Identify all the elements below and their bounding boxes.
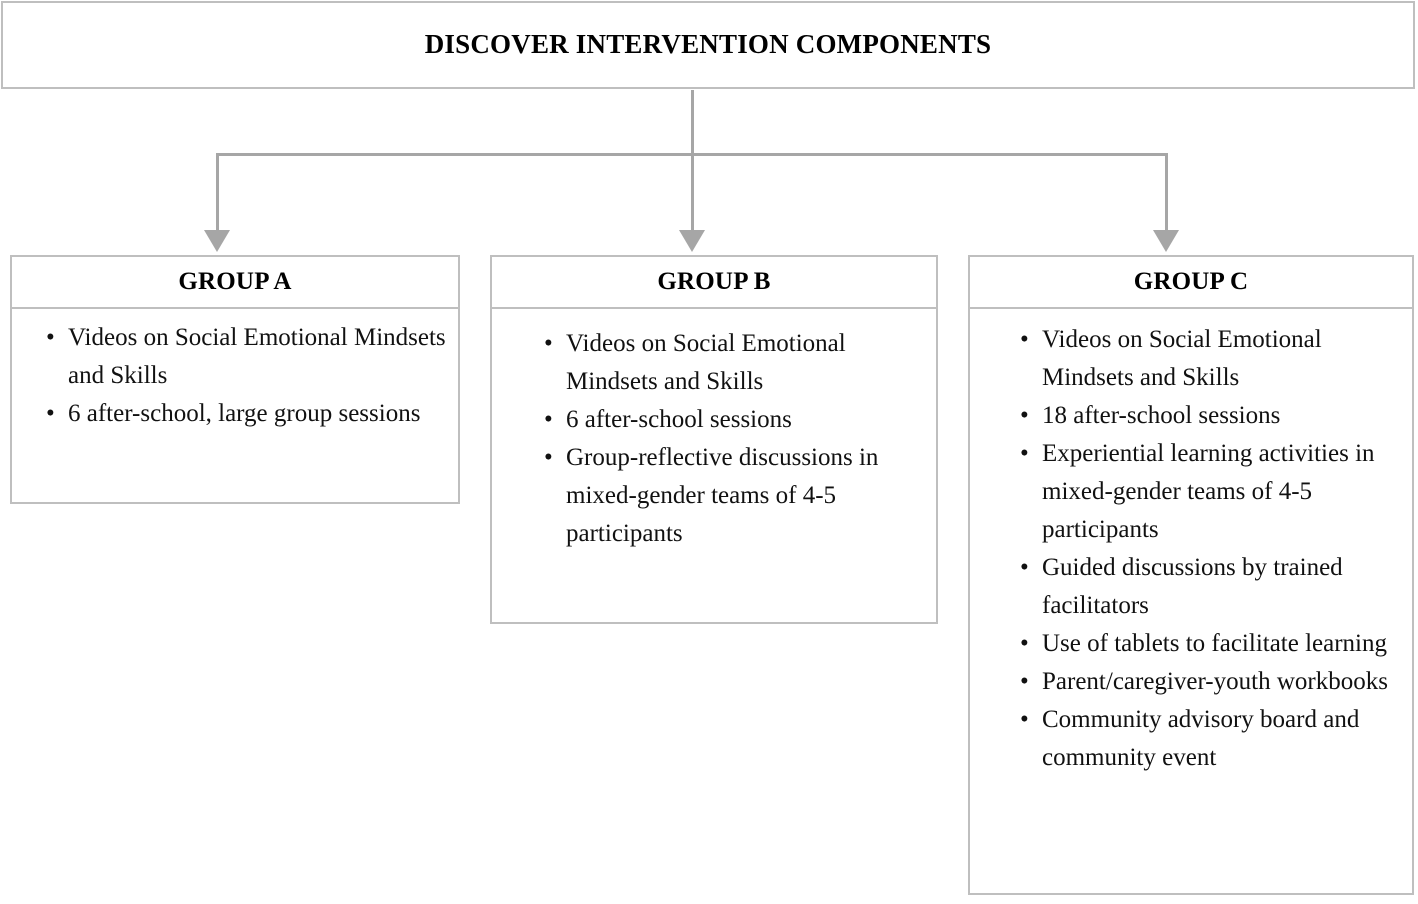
list-item: Videos on Social Emotional Mindsets and … [14, 319, 450, 395]
arrow-head-group-a-icon [204, 230, 230, 252]
connector-branch-group-b [691, 153, 694, 231]
group-c-body: Videos on Social Emotional Mindsets and … [970, 309, 1412, 893]
group-b-body: Videos on Social Emotional Mindsets and … [492, 309, 936, 622]
connector-branch-group-a [216, 153, 219, 231]
connector-branch-group-c [1165, 153, 1168, 231]
list-item: Parent/caregiver-youth workbooks [988, 663, 1404, 701]
group-a-header: GROUP A [12, 257, 458, 309]
list-item: Experiential learning activities in mixe… [988, 435, 1404, 549]
list-item: 18 after-school sessions [988, 397, 1404, 435]
group-c-header: GROUP C [970, 257, 1412, 309]
group-c-title: GROUP C [1133, 268, 1249, 295]
list-item: Guided discussions by trained facilitato… [988, 549, 1404, 625]
list-item: 6 after-school sessions [512, 401, 928, 439]
node-group-b: GROUP B Videos on Social Emotional Minds… [490, 255, 938, 624]
group-b-title: GROUP B [657, 268, 771, 295]
list-item: Group-reflective discussions in mixed-ge… [512, 439, 928, 553]
connector-trunk-vertical [691, 90, 694, 156]
node-group-c: GROUP C Videos on Social Emotional Minds… [968, 255, 1414, 895]
node-group-a: GROUP A Videos on Social Emotional Minds… [10, 255, 460, 504]
group-b-list: Videos on Social Emotional Mindsets and … [512, 325, 928, 553]
list-item: Videos on Social Emotional Mindsets and … [512, 325, 928, 401]
list-item: 6 after-school, large group sessions [14, 395, 450, 433]
group-a-list: Videos on Social Emotional Mindsets and … [14, 319, 450, 433]
group-b-header: GROUP B [492, 257, 936, 309]
page-title: DISCOVER INTERVENTION COMPONENTS [424, 29, 992, 60]
group-c-list: Videos on Social Emotional Mindsets and … [988, 321, 1404, 777]
group-a-body: Videos on Social Emotional Mindsets and … [12, 309, 458, 502]
group-a-title: GROUP A [178, 268, 292, 295]
list-item: Videos on Social Emotional Mindsets and … [988, 321, 1404, 397]
arrow-head-group-c-icon [1153, 230, 1179, 252]
root-node-discover-intervention-components: DISCOVER INTERVENTION COMPONENTS [1, 1, 1415, 89]
list-item: Community advisory board and community e… [988, 701, 1404, 777]
arrow-head-group-b-icon [679, 230, 705, 252]
list-item: Use of tablets to facilitate learning [988, 625, 1404, 663]
